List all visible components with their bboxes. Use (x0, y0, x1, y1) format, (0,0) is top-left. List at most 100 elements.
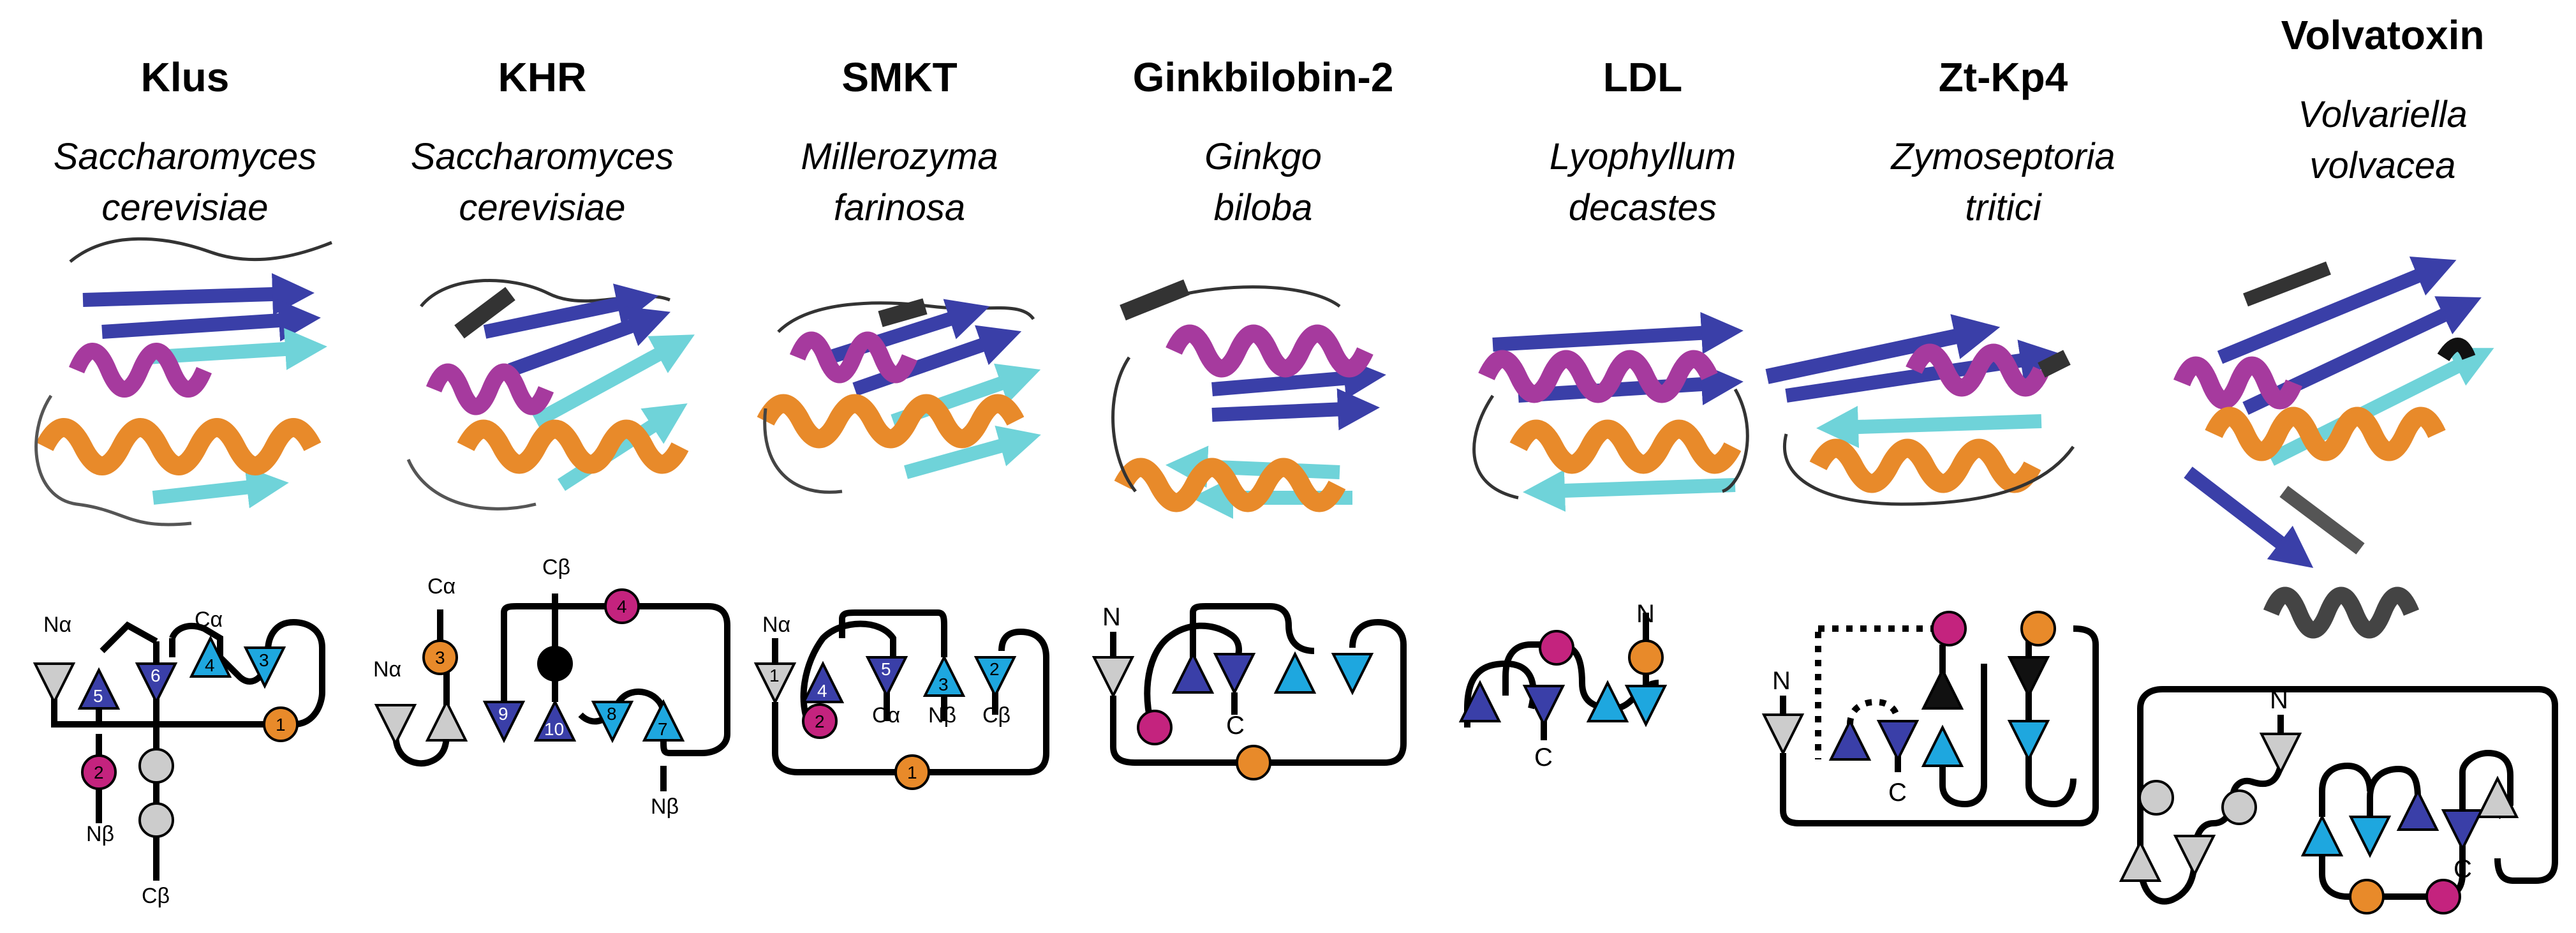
helix-2 (802, 703, 838, 739)
strand-6-label: 6 (151, 666, 161, 685)
helix-grey (2138, 780, 2174, 816)
protein-title-ldl: LDL (1603, 54, 1683, 100)
cartoon-ginkbilobin (1111, 279, 1386, 519)
helix-orange (2020, 611, 2056, 646)
topology-chain (51, 618, 325, 728)
label-n-alpha: Nα (373, 657, 401, 682)
strand-1-label: 1 (769, 666, 780, 685)
strand-5-label: 5 (93, 686, 103, 706)
species-smkt: Millerozyma farinosa (801, 131, 998, 234)
helix-1 (263, 706, 299, 742)
strand-2 (973, 656, 1017, 699)
species-line1: Millerozyma (801, 136, 998, 177)
label-n-alpha: Nα (762, 613, 790, 637)
strand-black-up (1921, 667, 1964, 710)
helix-black (537, 646, 573, 682)
species-line2: cerevisiae (101, 187, 269, 228)
label-c: C (1226, 712, 1245, 740)
helix-magenta (2425, 879, 2461, 914)
label-c-beta: Cβ (142, 884, 170, 908)
strand-6 (135, 662, 178, 705)
topology-volvatoxin (2137, 686, 2558, 905)
cartoon-ldl (1472, 311, 1749, 512)
helix-4-label: 4 (617, 597, 627, 616)
species-line1: Lyophyllum (1549, 136, 1736, 177)
label-n-beta: Nβ (86, 822, 114, 846)
protein-title-ztkp4: Zt-Kp4 (1938, 54, 2068, 100)
strand-grey (2173, 835, 2216, 877)
label-c-beta: Cβ (542, 555, 570, 579)
topology-ztkp4-shapes: N C (1761, 611, 2056, 807)
species-line2: volvacea (2309, 145, 2456, 186)
helix-2-label: 2 (94, 763, 104, 782)
strand-light-up (1586, 680, 1629, 722)
strand-9 (482, 701, 526, 743)
helix-orange (1236, 745, 1271, 780)
species-ginkbilobin: Ginkgo biloba (1204, 131, 1322, 234)
species-line2: tritici (1965, 187, 2041, 228)
topology-ginkbilobin-shapes: N C (1092, 603, 1374, 780)
strand-light-down (2007, 720, 2050, 763)
strand-dark-up (2396, 788, 2439, 831)
topology-klus-shapes: Nα Cα 5 6 4 3 1 2 Nβ Cβ (33, 608, 299, 908)
strand-8-label: 8 (607, 704, 617, 724)
strand-grey (2476, 775, 2519, 818)
label-n-alpha: Nα (43, 613, 71, 637)
label-n-beta: Nβ (928, 703, 956, 728)
cartoon-volvatoxin (2173, 257, 2494, 639)
strand-light-up (1921, 724, 1964, 767)
strand-2-label: 2 (989, 659, 1000, 679)
species-volvatoxin: Volvariella volvacea (2298, 89, 2467, 191)
strand-4 (801, 661, 845, 703)
topology-khr-shapes: Cα Nα Cβ Nβ 3 4 9 10 8 7 (373, 555, 685, 819)
label-c-alpha: Cα (195, 608, 223, 632)
strand-dark-down (2441, 809, 2484, 852)
strand-5 (865, 656, 908, 699)
helix-magenta (1137, 710, 1173, 745)
label-c: C (1888, 779, 1907, 807)
strand-3-label: 3 (938, 675, 949, 694)
cartoon-ztkp4 (1765, 314, 2075, 506)
cartoon-klus (34, 237, 332, 526)
strand-3-label: 3 (259, 650, 269, 670)
strand-dark-down (1876, 720, 1920, 763)
helix-orange (2349, 879, 2385, 914)
strand-5 (77, 667, 121, 710)
helix-1 (894, 754, 930, 790)
label-c: C (1534, 743, 1553, 772)
strand-dark-down (1522, 685, 1566, 728)
strand-1 (753, 662, 797, 705)
label-n-beta: Nβ (651, 795, 679, 819)
species-ldl: Lyophyllum decastes (1550, 131, 1736, 234)
strand-7 (642, 699, 685, 742)
strand-grey (1092, 656, 1135, 699)
species-line2: biloba (1213, 187, 1313, 228)
label-n: N (1772, 667, 1791, 695)
label-n: N (1636, 600, 1655, 628)
strand-grey (1761, 713, 1805, 756)
strand-grey (33, 662, 76, 705)
helix-2 (81, 754, 117, 790)
helix-1-label: 1 (907, 763, 917, 782)
helix-4 (604, 588, 640, 624)
species-klus: Saccharomyces cerevisiae (54, 131, 317, 234)
topology-volvatoxin-shapes: N C (2119, 686, 2519, 914)
helix-grey (138, 802, 174, 838)
species-line1: Ginkgo (1204, 136, 1322, 177)
strand-4-label: 4 (205, 655, 215, 675)
helix-grey (2221, 789, 2257, 825)
protein-title-smkt: SMKT (841, 54, 958, 100)
strand-dark-up (1171, 651, 1215, 694)
strand-7-label: 7 (658, 719, 668, 739)
strand-grey (2259, 733, 2302, 775)
strand-grey (374, 704, 417, 747)
strand-4-label: 4 (817, 681, 827, 701)
label-c: C (2454, 855, 2472, 883)
species-line2: farinosa (833, 187, 966, 228)
strand-grey (2119, 839, 2162, 882)
protein-title-klus: Klus (140, 54, 230, 100)
strand-3 (922, 654, 966, 697)
strand-light-up (1273, 651, 1317, 694)
